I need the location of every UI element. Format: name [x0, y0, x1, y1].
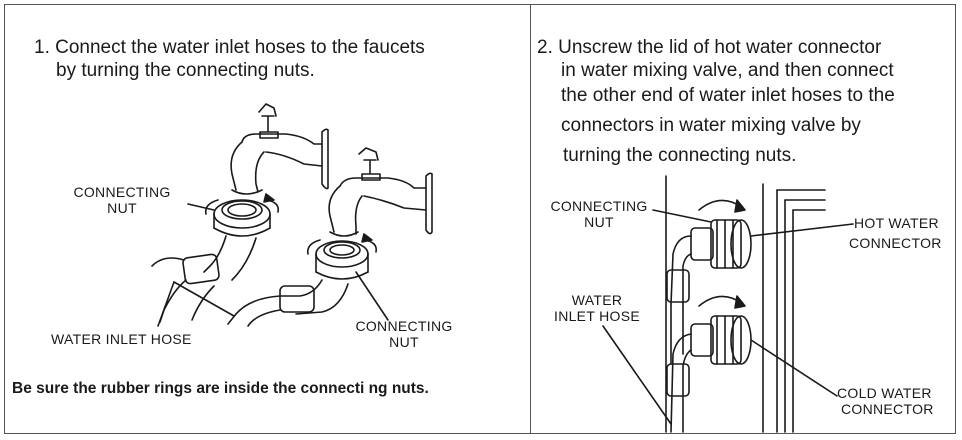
label-water-inlet-hose-line-1: WATER	[571, 292, 623, 308]
connecting-nut-1-drawing	[204, 193, 280, 237]
label-connecting-nut-2-line-2: NUT	[389, 334, 419, 350]
faucet-2-drawing	[328, 147, 433, 237]
panel-divider	[530, 4, 531, 434]
step-2-panel: 2. Unscrew the lid of hot water connecto…	[531, 4, 956, 434]
faucet-hose-illustration	[151, 103, 433, 327]
step-2-text-line-1: 2. Unscrew the lid of hot water connecto…	[537, 37, 882, 58]
label-cold-water-connector-line-1: COLD WATER	[837, 385, 932, 401]
label-hot-water-connector-line-2: CONNECTOR	[849, 235, 942, 251]
leader-cold	[750, 339, 838, 397]
leader-nut-1	[187, 203, 215, 211]
step-2-text-line-5: turning the connecting nuts.	[563, 145, 797, 166]
label-water-inlet-hose-line-2: INLET HOSE	[554, 308, 640, 324]
hot-connector-drawing	[690, 199, 752, 269]
hose-1-drawing	[151, 235, 257, 323]
label-connecting-nut-line-2: NUT	[584, 214, 614, 230]
cold-connector-drawing	[690, 295, 752, 365]
hose-2-drawing	[227, 279, 349, 327]
mixing-valve-illustration	[602, 175, 854, 433]
instruction-frame	[4, 4, 956, 434]
connecting-nut-2-drawing	[306, 233, 378, 280]
step-2-text-line-4: connectors in water mixing valve by	[561, 115, 861, 136]
leader-hot	[750, 223, 854, 237]
leader-nut	[652, 209, 712, 223]
label-cold-water-connector-line-2: CONNECTOR	[841, 401, 934, 417]
step-2-text-line-2: in water mixing valve, and then connect	[561, 60, 894, 81]
valve-body-drawing	[665, 175, 826, 433]
label-connecting-nut-2-line-1: CONNECTING	[355, 318, 453, 334]
rubber-ring-note: Be sure the rubber rings are inside the …	[12, 380, 429, 397]
label-hot-water-connector-line-1: HOT WATER	[854, 215, 939, 231]
hot-hose-drawing	[666, 235, 692, 365]
step-1-text-line-2: by turning the connecting nuts.	[56, 60, 315, 81]
leader-nut-2	[355, 271, 389, 321]
step-2-text-line-3: the other end of water inlet hoses to th…	[561, 85, 895, 106]
step-1-panel: 1. Connect the water inlet hoses to the …	[4, 4, 530, 434]
step-1-text-line-1: 1. Connect the water inlet hoses to the …	[34, 37, 425, 58]
leader-hose	[602, 325, 672, 425]
label-connecting-nut-1-line-2: NUT	[107, 200, 137, 216]
label-water-inlet-hose: WATER INLET HOSE	[51, 331, 192, 347]
cold-hose-drawing	[666, 333, 692, 433]
faucet-1-drawing	[230, 103, 329, 195]
label-connecting-nut-line-1: CONNECTING	[550, 198, 648, 214]
label-connecting-nut-1-line-1: CONNECTING	[73, 184, 171, 200]
